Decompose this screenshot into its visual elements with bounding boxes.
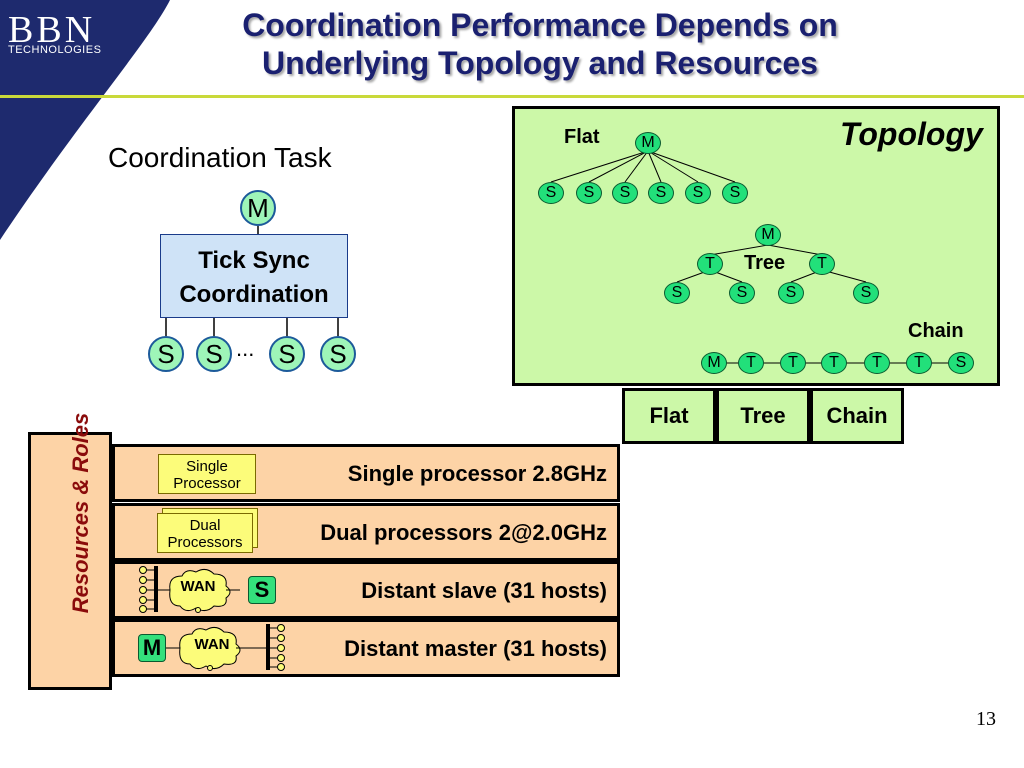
task-slave-node: S (320, 336, 356, 372)
chain-node: M (701, 352, 727, 374)
tree-label: Tree (744, 252, 786, 274)
logo-background (0, 0, 170, 240)
chain-node: T (821, 352, 847, 374)
tree-leaf-node: S (664, 282, 690, 304)
resource-label: Dual processors 2@2.0GHz (320, 520, 607, 545)
topology-panel (512, 106, 1000, 386)
slave-role-badge: S (248, 576, 276, 604)
page-number: 13 (976, 708, 996, 730)
logo-subtitle: TECHNOLOGIES (8, 44, 102, 56)
tree-leaf-node: S (729, 282, 755, 304)
single-processor-icon: Single Processor (158, 454, 256, 494)
resource-label: Distant master (31 hosts) (344, 636, 607, 661)
tree-mid-node: T (809, 253, 835, 275)
chain-label: Chain (908, 320, 964, 342)
chain-node: S (948, 352, 974, 374)
tree-leaf-node: S (853, 282, 879, 304)
task-box-line-2: Coordination (179, 281, 329, 308)
task-heading: Coordination Task (108, 142, 332, 173)
tree-root-node: M (755, 224, 781, 246)
resources-side-panel: Resources & Roles (28, 413, 112, 690)
task-slave-node: S (148, 336, 184, 372)
single-processor-line-1: Single (186, 458, 228, 475)
logo-text: BBN (8, 9, 96, 51)
title-divider (0, 95, 1024, 98)
task-master-node: M (240, 190, 276, 226)
wan-label: WAN (194, 636, 230, 653)
flat-slave-node: S (576, 182, 602, 204)
master-role-badge: M (138, 634, 166, 662)
dual-processor-line-1: Dual (189, 517, 221, 534)
flat-slave-node: S (538, 182, 564, 204)
task-ellipsis: ... (236, 336, 255, 361)
chain-node: T (738, 352, 764, 374)
task-box-line-1: Tick Sync (198, 247, 310, 274)
chain-node: T (780, 352, 806, 374)
host-cluster-icon (139, 566, 240, 613)
title-line-1: Coordination Performance Depends on (242, 7, 838, 43)
tree-mid-node: T (697, 253, 723, 275)
flat-master-node: M (635, 132, 661, 154)
host-cluster-icon (166, 624, 285, 671)
task-box: Tick Sync Coordination (160, 234, 348, 318)
flat-slave-node: S (612, 182, 638, 204)
title-line-2: Underlying Topology and Resources (262, 45, 818, 81)
resource-label: Single processor 2.8GHz (347, 461, 607, 486)
flat-label: Flat (564, 126, 600, 148)
resource-label: Distant slave (31 hosts) (361, 578, 607, 603)
task-slave-node: S (196, 336, 232, 372)
topology-tab-tree: Tree (716, 388, 810, 444)
task-slave-node: S (269, 336, 305, 372)
flat-slave-node: S (685, 182, 711, 204)
topology-title: Topology (840, 116, 983, 152)
wan-label: WAN (180, 578, 216, 595)
dual-processor-icon: Dual Processors (157, 513, 253, 553)
flat-slave-node: S (648, 182, 674, 204)
flat-slave-node: S (722, 182, 748, 204)
slide-title: Coordination Performance Depends on Unde… (160, 6, 920, 82)
dual-processor-line-2: Processors (167, 534, 243, 551)
tree-leaf-node: S (778, 282, 804, 304)
topology-tab-chain: Chain (810, 388, 904, 444)
topology-tab-flat: Flat (622, 388, 716, 444)
chain-node: T (864, 352, 890, 374)
resources-side-label: Resources & Roles (68, 412, 93, 614)
chain-node: T (906, 352, 932, 374)
single-processor-line-2: Processor (173, 475, 241, 492)
